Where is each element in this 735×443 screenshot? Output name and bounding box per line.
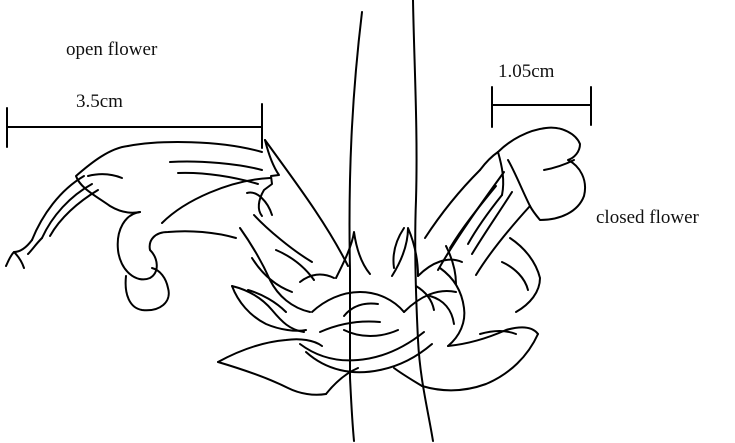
- closed-flower: [425, 128, 585, 312]
- open-flower: [6, 140, 348, 310]
- scale-bar-open: [7, 104, 262, 148]
- scale-bar-closed: [492, 87, 591, 127]
- stem: [350, 0, 434, 441]
